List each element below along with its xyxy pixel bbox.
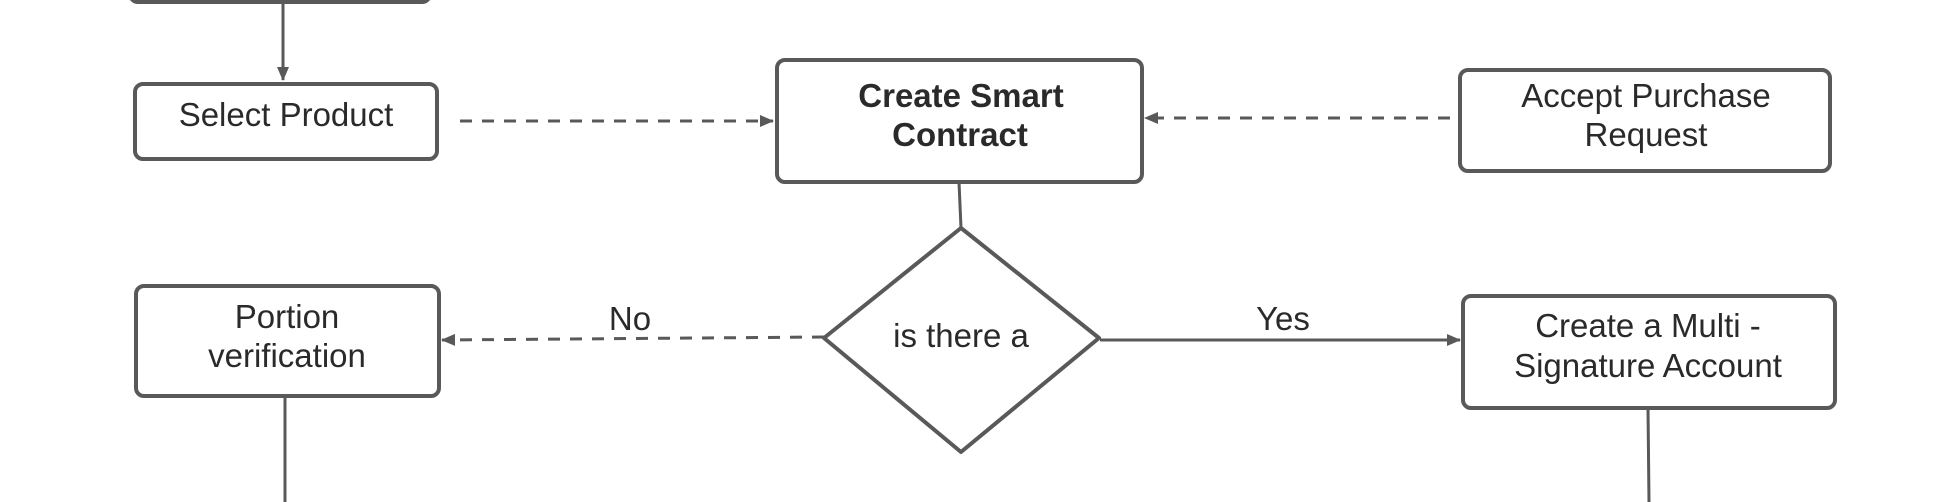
connector-multisig-down [1646,407,1651,502]
multisig-label-line-1: Create a Multi - [1535,307,1761,344]
edge-label-no: No [609,300,651,337]
connector-smart-contract-to-decision [957,181,963,229]
node-decision: is there a [822,226,1101,454]
portion-verification-label-line-2: verification [208,337,366,374]
node-select-product: Select Product [133,82,439,161]
node-portion-verification: Portion verification [134,284,441,398]
connector-decision-no [441,333,825,346]
edge-label-yes: Yes [1256,300,1310,337]
node-accept-purchase-request: Accept Purchase Request [1458,68,1832,173]
decision-label: is there a [893,317,1029,354]
multisig-label-line-2: Signature Account [1514,347,1782,384]
node-create-multisig-account: Create a Multi - Signature Account [1461,294,1837,410]
purchase-request-label-line-1: Accept Purchase [1521,77,1770,114]
purchase-request-label-line-2: Request [1585,116,1708,153]
portion-verification-label-line-1: Portion [235,298,340,335]
top-partial-box [130,0,430,4]
node-create-smart-contract: Create Smart Contract [775,58,1144,184]
smart-contract-label-line-1: Create Smart [858,77,1063,114]
select-product-label: Select Product [179,96,394,133]
smart-contract-label-line-2: Contract [892,116,1028,153]
